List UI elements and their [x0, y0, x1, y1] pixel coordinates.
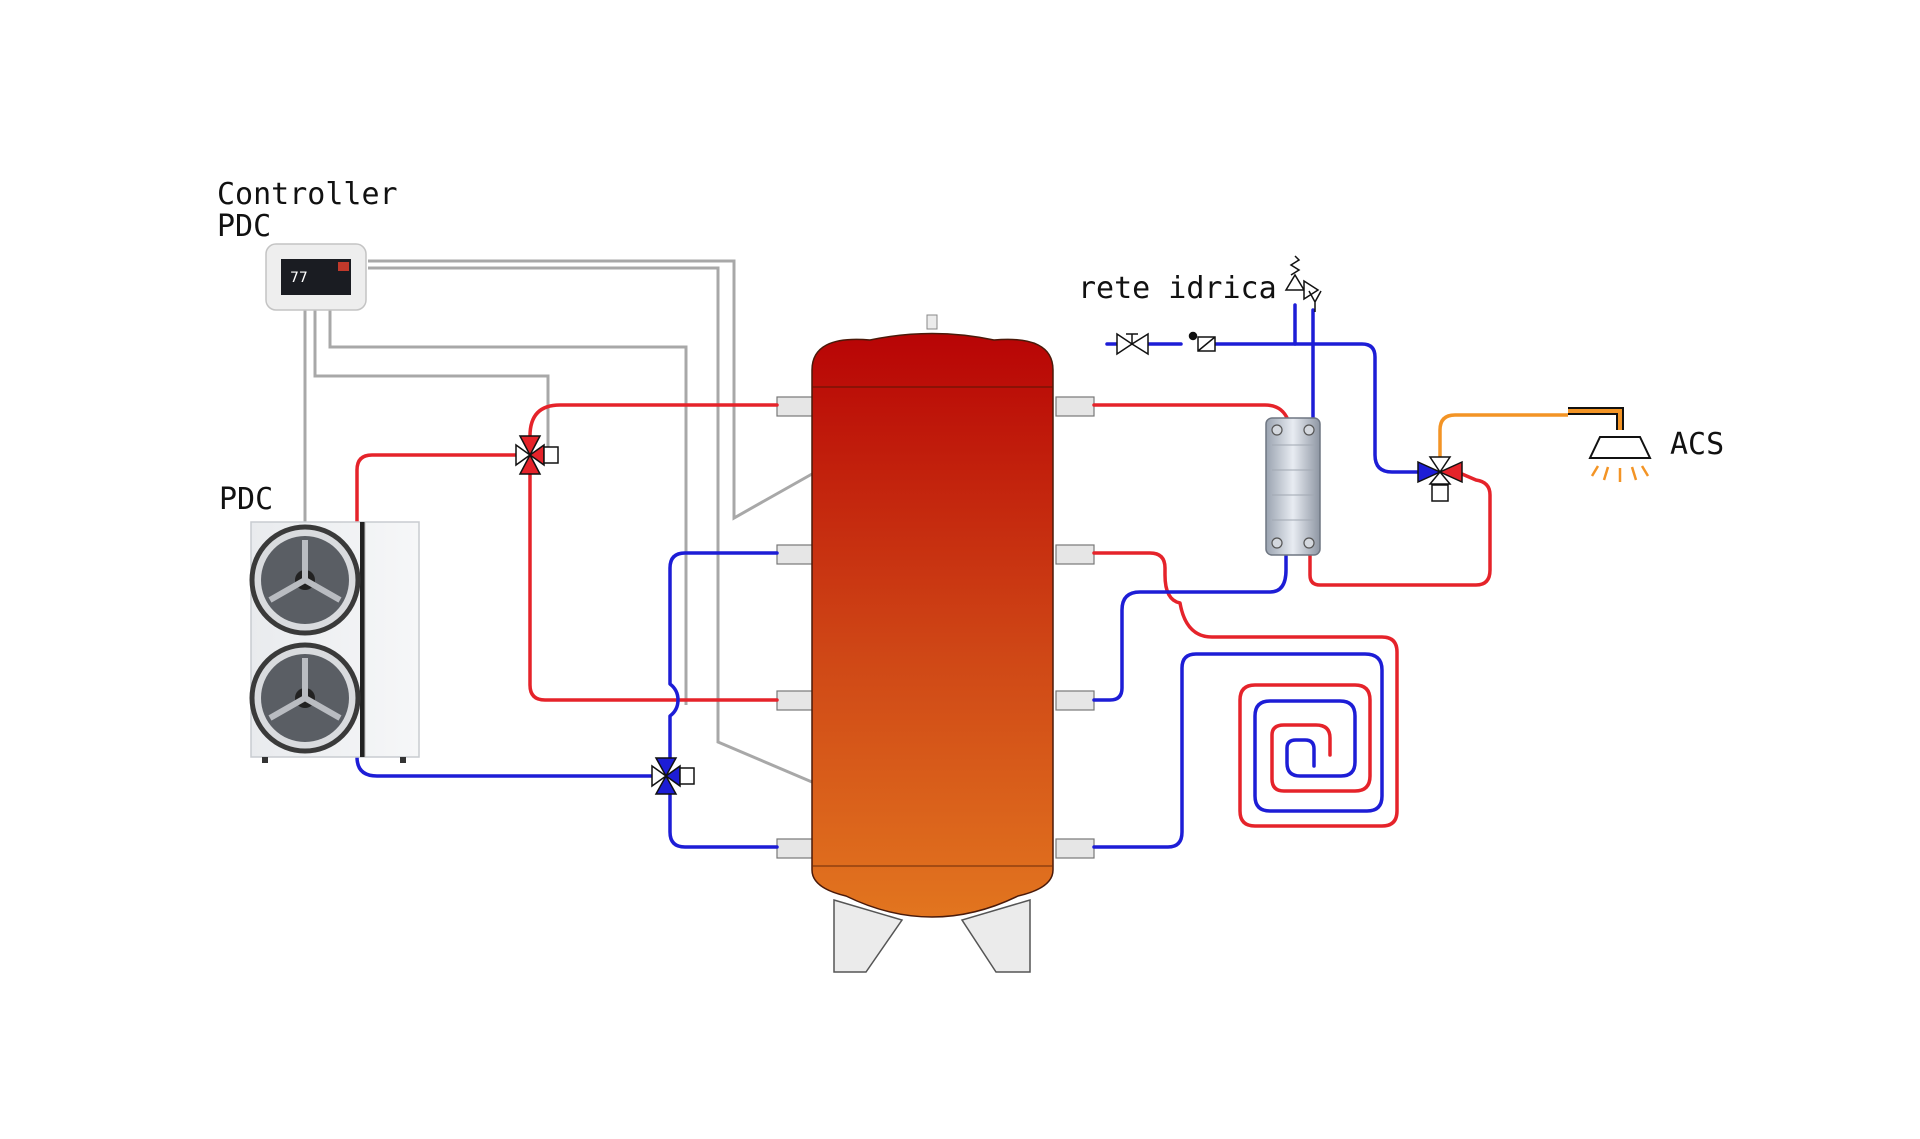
cold-pipes [355, 303, 1420, 849]
water-mains-label: rete idrica [1078, 271, 1277, 306]
check-valve [1188, 331, 1216, 352]
controller-display-value: 77 [290, 270, 308, 286]
controller-label: Controller [217, 177, 398, 212]
dhw-pipe [1438, 413, 1568, 457]
heat-pump-label: PDC [219, 482, 273, 517]
three-way-valve-hot [515, 435, 559, 475]
buffer-tank [811, 314, 1054, 918]
controller-sub-label: PDC [217, 209, 271, 244]
tank-supports [833, 898, 1031, 973]
shut-off-valve [1116, 332, 1149, 356]
hot-pipes [355, 403, 1492, 828]
three-way-valve-cold [651, 757, 695, 795]
fan-icon [249, 524, 361, 636]
tank-nozzles [776, 396, 1095, 859]
safety-valve [1284, 255, 1322, 312]
fan-icon [249, 642, 361, 754]
controller-device: 77 [265, 243, 367, 311]
dhw-label: ACS [1670, 427, 1724, 462]
heat-pump-unit [249, 521, 420, 763]
thermostatic-mixing-valve [1417, 456, 1463, 502]
control-wires [303, 259, 813, 784]
plate-heat-exchanger [1265, 417, 1321, 556]
shower-head-icon [1568, 407, 1652, 482]
